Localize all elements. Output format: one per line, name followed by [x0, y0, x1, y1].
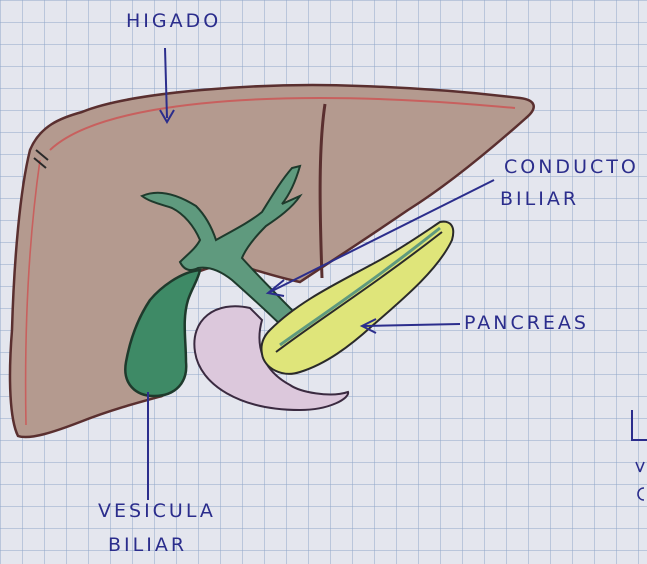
gallbladder-label-line1: VESICULA: [98, 500, 216, 522]
bile-duct-label-line1: CONDUCTO: [504, 156, 639, 178]
pancreas-label: PANCREAS: [464, 312, 589, 334]
gallbladder-label-line2: BILIAR: [108, 534, 187, 556]
bile-duct-label-line2: BILIAR: [500, 188, 579, 210]
liver-label: HIGADO: [126, 10, 221, 32]
